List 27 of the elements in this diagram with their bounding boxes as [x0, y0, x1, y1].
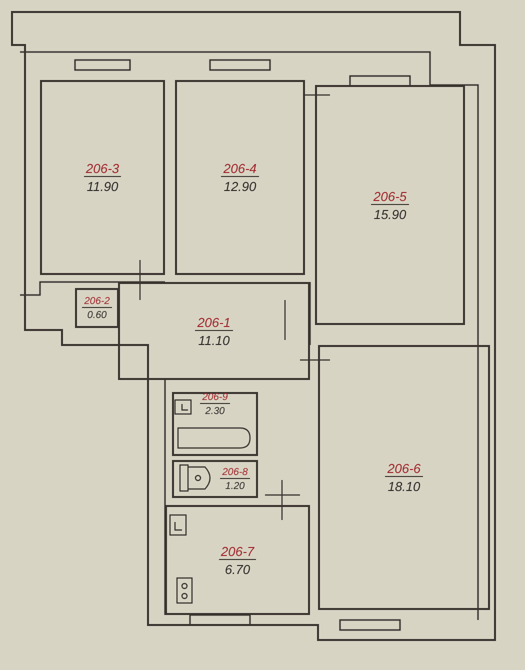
room-area: 18.10	[388, 479, 420, 494]
room-number: 206-8	[220, 466, 250, 478]
room-outline	[172, 392, 258, 456]
room-outline	[40, 80, 165, 275]
room-outline	[165, 505, 310, 615]
room-area: 1.20	[225, 480, 245, 492]
room-outline	[315, 85, 465, 325]
room-outline	[118, 282, 310, 380]
room-number: 206-9	[200, 392, 230, 404]
room-area: 11.90	[86, 179, 118, 194]
room-area: 15.90	[374, 206, 406, 222]
room-area: 11.10	[198, 332, 230, 348]
room-number: 206-3	[84, 161, 122, 177]
room-number: 206-2	[82, 296, 112, 308]
room-area: 0.60	[87, 310, 107, 320]
room-number: 206-4	[221, 161, 259, 177]
room-area: 12.90	[224, 179, 256, 194]
room-number: 206-7	[218, 544, 256, 560]
room-number: 206-6	[385, 461, 423, 477]
room-area: 2.30	[205, 406, 225, 416]
room-outline	[175, 80, 305, 275]
room-area: 6.70	[224, 562, 250, 576]
room-number: 206-1	[195, 314, 233, 330]
room-outline	[75, 288, 119, 328]
room-number: 206-5	[371, 188, 409, 204]
room-outline	[172, 460, 258, 498]
room-outline	[318, 345, 490, 610]
